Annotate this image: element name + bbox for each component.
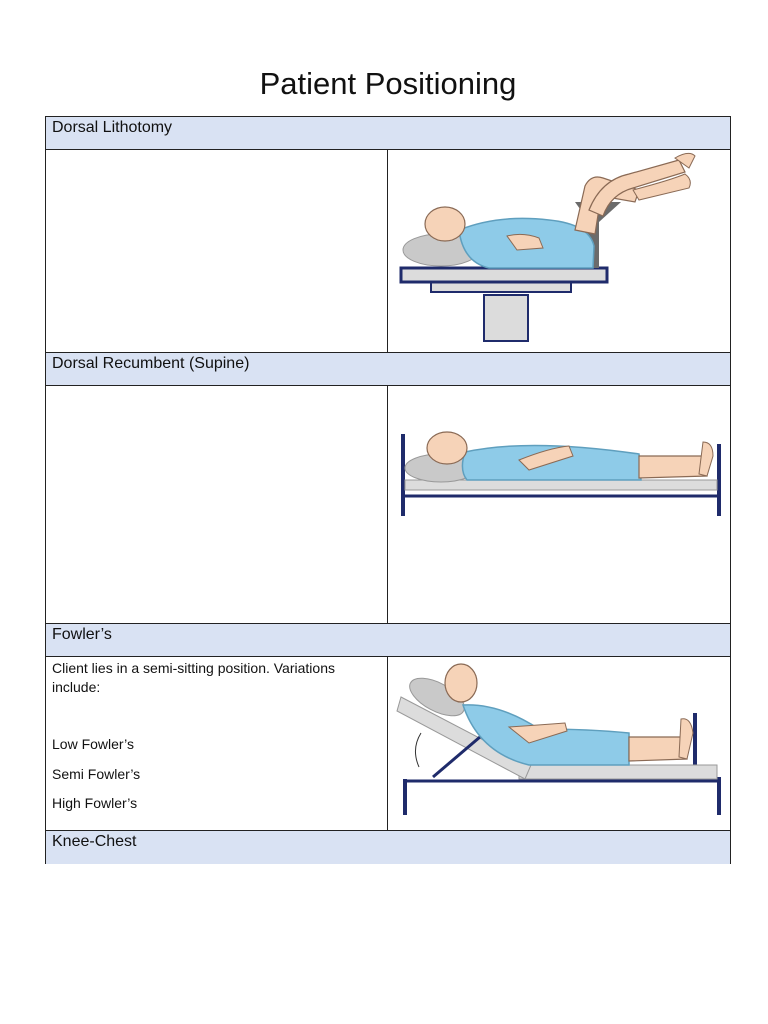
section-heading-fowlers: Fowler’s [46, 624, 730, 657]
section-heading-knee-chest: Knee-Chest [46, 831, 730, 864]
section-row-dorsal-recumbent [46, 386, 730, 624]
fowlers-description: Client lies in a semi-sitting position. … [52, 660, 335, 695]
section-heading-dorsal-recumbent: Dorsal Recumbent (Supine) [46, 353, 730, 386]
description-cell: Client lies in a semi-sitting position. … [46, 657, 388, 830]
variation-semi-fowlers: Semi Fowler’s [52, 766, 141, 782]
dorsal-recumbent-illustration [401, 431, 721, 516]
section-heading-dorsal-lithotomy: Dorsal Lithotomy [46, 117, 730, 150]
section-heading-text: Dorsal Lithotomy [52, 119, 173, 136]
page-title: Patient Positioning [259, 66, 517, 101]
positions-table: Dorsal Lithotomy [45, 116, 731, 864]
description-cell [46, 150, 388, 352]
illustration-cell [389, 386, 730, 623]
fowlers-illustration [396, 663, 721, 815]
section-row-fowlers: Client lies in a semi-sitting position. … [46, 657, 730, 831]
illustration-cell [389, 150, 730, 352]
section-heading-text: Dorsal Recumbent (Supine) [52, 355, 250, 372]
section-heading-text: Fowler’s [52, 626, 112, 643]
illustration-cell [389, 657, 730, 830]
dorsal-lithotomy-illustration [399, 152, 696, 342]
variation-high-fowlers: High Fowler’s [52, 795, 138, 811]
section-row-dorsal-lithotomy [46, 150, 730, 353]
variation-low-fowlers: Low Fowler’s [52, 736, 134, 752]
section-heading-text: Knee-Chest [52, 833, 137, 850]
description-cell [46, 386, 388, 623]
